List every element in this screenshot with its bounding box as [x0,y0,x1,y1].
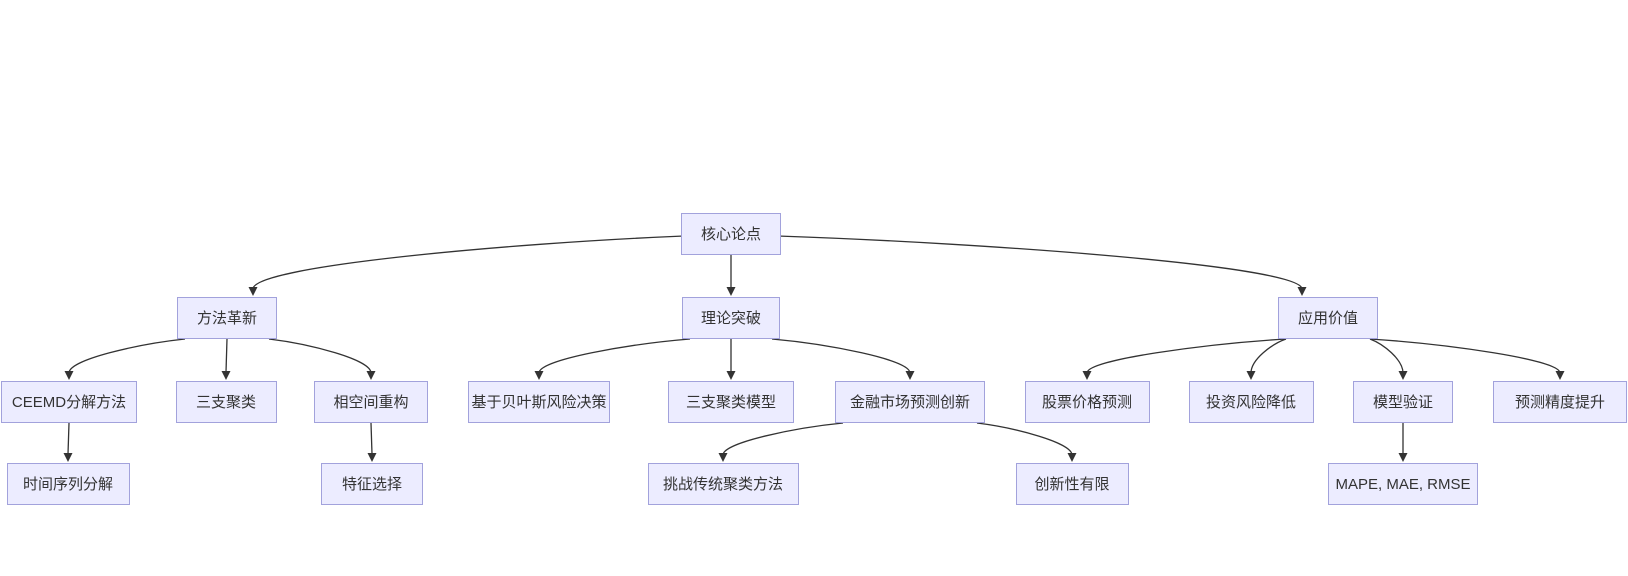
arrowhead-icon [1082,371,1092,380]
edge-theory-to-finance [771,338,911,374]
diagram-node-method: 方法革新 [177,297,277,339]
diagram-node-bayes: 基于贝叶斯风险决策 [468,381,610,423]
arrowhead-icon [1297,287,1307,296]
edge-finance-to-challenge [722,422,844,456]
diagram-node-limited: 创新性有限 [1015,463,1129,505]
arrowhead-icon [64,371,74,380]
diagram-node-phase-space: 相空间重构 [314,381,428,423]
edge-application-to-stock [1086,338,1287,374]
diagram-node-application: 应用价值 [1278,297,1378,339]
arrowhead-icon [1398,371,1408,380]
edge-phase-space-to-feature [370,422,373,455]
edge-theory-to-bayes [538,338,691,374]
diagram-node-decomposition: 时间序列分解 [6,463,130,505]
arrowhead-icon [221,371,231,380]
diagram-node-metrics: MAPE, MAE, RMSE [1328,463,1478,505]
edge-method-to-three-way [225,338,228,373]
edge-method-to-phase-space [268,338,372,374]
arrowhead-icon [1246,371,1256,380]
arrowhead-icon [534,371,544,380]
diagram-node-challenge: 挑战传统聚类方法 [647,463,799,505]
diagram-node-risk: 投资风险降低 [1188,381,1314,423]
edge-application-to-validation [1369,338,1404,374]
arrowhead-icon [1067,453,1077,462]
edge-method-to-ceemd [68,338,186,374]
diagram-node-three-way: 三支聚类 [175,381,277,423]
edge-application-to-risk [1250,338,1287,374]
arrowhead-icon [1398,453,1408,462]
edge-root-to-application [780,235,1303,290]
arrowhead-icon [726,287,736,296]
edge-finance-to-limited [976,422,1073,456]
diagram-node-root: 核心论点 [681,213,781,255]
arrowhead-icon [366,371,376,380]
diagram-node-stock: 股票价格预测 [1024,381,1150,423]
diagram-node-validation: 模型验证 [1353,381,1453,423]
diagram-node-three-way-model: 三支聚类模型 [668,381,794,423]
arrowhead-icon [248,287,258,296]
edge-application-to-precision [1369,338,1561,374]
edge-ceemd-to-decomposition [67,422,70,455]
diagram-node-feature: 特征选择 [321,463,423,505]
arrowhead-icon [726,371,736,380]
arrowhead-icon [367,453,377,462]
diagram-node-ceemd: CEEMD分解方法 [1,381,137,423]
arrowhead-icon [718,453,728,462]
edge-root-to-method [252,235,682,290]
diagram-node-theory: 理论突破 [682,297,780,339]
diagram-node-finance: 金融市场预测创新 [835,381,985,423]
diagram-node-precision: 预测精度提升 [1493,381,1627,423]
arrowhead-icon [905,371,915,380]
arrowhead-icon [1555,371,1565,380]
arrowhead-icon [63,453,73,462]
